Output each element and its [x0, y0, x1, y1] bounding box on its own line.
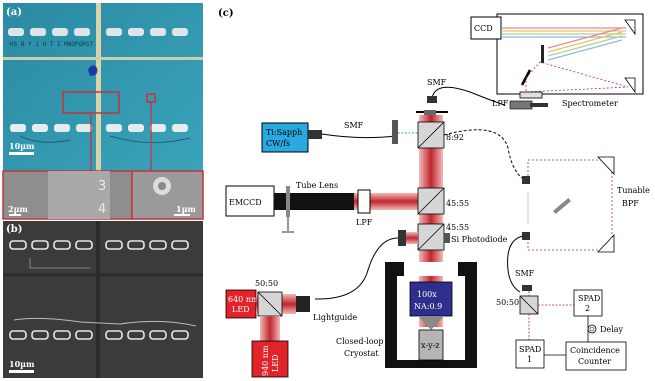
led-640-label-2: LED: [232, 305, 250, 314]
lpf-mid-label: LPF: [356, 218, 373, 227]
laser-source: Ti:Sapph CW/fs: [261, 122, 322, 153]
smf-top-label: SMF: [427, 78, 447, 87]
emccd-arm: EMCCD Tube Lens LPF: [225, 181, 418, 233]
bs-892-label: 8:92: [446, 133, 464, 142]
spad1: SPAD 1: [515, 339, 545, 369]
inset-digit-3: 3: [98, 179, 106, 194]
photodiode-label: Si Photodiode: [451, 235, 508, 244]
tube-lens: [286, 186, 290, 217]
delay-label: Delay: [600, 325, 623, 334]
ccd-label: CCD: [474, 24, 493, 33]
lightguide-fiber: [314, 237, 399, 300]
cryostat: 100x NA:0.9 x-y-z Closed-loop Cryostat: [336, 262, 477, 368]
grating: [541, 45, 544, 63]
chip-defect: [88, 65, 98, 76]
bs-4555-b: 45:55 Si Photodiode: [417, 223, 508, 251]
smf-left-fiber: [321, 133, 396, 139]
bs-4555-a-label: 45:55: [446, 199, 469, 208]
panel-label-b: (b): [6, 224, 22, 235]
stage: [418, 329, 444, 361]
objective-label-1: 100x: [417, 290, 437, 299]
bs-5050-right-label: 50:50: [496, 298, 519, 307]
inset-digit-4: 4: [98, 202, 106, 217]
smf-top-fiber: [431, 86, 506, 106]
cryostat-label-2: Cryostat: [344, 349, 379, 358]
spad2: SPAD 2: [573, 289, 603, 317]
bs-5050-left-label: 50:50: [255, 279, 278, 288]
led-940-label-1: 940 nm: [261, 345, 270, 376]
cryostat-label-1: Closed-loop: [336, 337, 383, 346]
emccd-box: [225, 185, 275, 217]
tube-lens-label: Tube Lens: [296, 181, 338, 190]
led-940-label-2: LED: [271, 354, 280, 372]
panel-label-c: (c): [218, 8, 234, 19]
spectrometer-mirror-bottom: [624, 77, 636, 94]
smf-left-label: SMF: [344, 121, 364, 130]
spectrometer-mirror-top: [624, 19, 636, 36]
bpf-label-2: BPF: [622, 199, 639, 208]
inset-sem-left: 3 4 2µm: [2, 170, 133, 220]
bs-5050-left: 50:50: [255, 279, 283, 317]
objective-label-2: NA:0.9: [414, 302, 442, 311]
scale-label-inset-left: 2µm: [8, 204, 28, 214]
coincidence-counter: Coincidence Counter: [565, 341, 627, 371]
chip-label-text: HS B Y J H T I MNOPQRST: [10, 41, 93, 48]
micrograph-b: 10µm (b): [3, 221, 203, 378]
led-640-label-1: 640 nm: [228, 295, 259, 304]
emccd-label: EMCCD: [229, 198, 262, 207]
laser-label-line2: CW/fs: [266, 139, 290, 148]
photodiode: [444, 233, 450, 243]
coincidence-label-1: Coincidence: [570, 346, 620, 355]
spad1-label-1: SPAD: [519, 345, 541, 354]
led-940: 940 nm LED: [251, 316, 289, 378]
bpf-label-1: Tunable: [617, 186, 650, 195]
smf-top-connector: [427, 96, 437, 103]
stage-label: x-y-z: [421, 341, 440, 350]
panel-label-a: (a): [6, 7, 22, 18]
bs-4555-a: 45:55: [417, 187, 469, 215]
coincidence-label-2: Counter: [578, 357, 611, 366]
spad2-label-2: 2: [585, 304, 590, 313]
smf-right-label: SMF: [515, 269, 535, 278]
scale-label-b: 10µm: [9, 359, 35, 369]
scale-label-inset-right: 1µm: [176, 204, 196, 214]
objective: [409, 281, 453, 317]
bs-892: 8:92: [417, 121, 464, 149]
scale-label-a: 10µm: [9, 141, 35, 151]
fiber-to-bpf: [443, 129, 523, 179]
micrograph-a: HS B Y J H T I MNOPQRST 10µm (a): [3, 3, 203, 171]
scale-bar-a: [9, 152, 34, 155]
bs-4555-b-label: 45:55: [446, 223, 469, 232]
fiber-from-bpf: [507, 235, 524, 293]
lightguide-label: Lightguide: [313, 313, 357, 322]
tunable-bpf: Tunable BPF: [522, 156, 650, 253]
laser-label-line1: Ti:Sapph: [266, 128, 302, 137]
spad1-label-2: 1: [527, 355, 532, 364]
bs-5050-right: 50:50: [496, 295, 539, 315]
inset-sem-right: 1µm: [131, 170, 204, 220]
spad2-label-1: SPAD: [578, 294, 600, 303]
spectrometer: CCD Spectrometer LPF: [470, 13, 644, 110]
spectrometer-label: Spectrometer: [562, 99, 618, 108]
delay-loop: [587, 324, 597, 334]
